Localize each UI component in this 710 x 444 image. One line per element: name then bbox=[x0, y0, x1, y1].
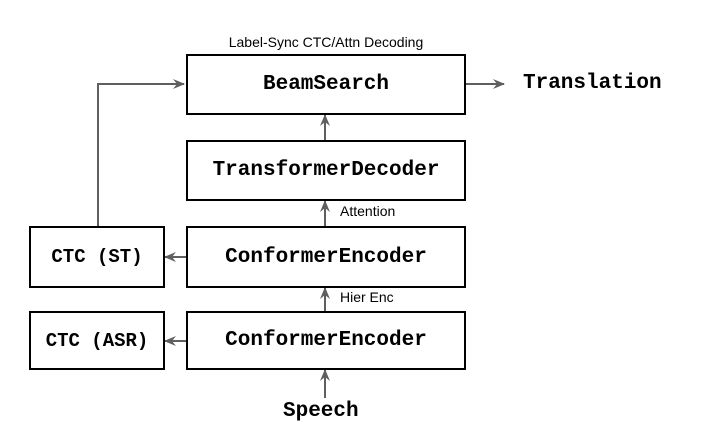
speech-input-label: Speech bbox=[283, 400, 359, 423]
hier-enc-edge-label: Hier Enc bbox=[340, 289, 394, 305]
arrow-ctc-st-to-beamsearch bbox=[97, 79, 185, 226]
conformer-encoder-upper-block: ConformerEncoder bbox=[186, 226, 466, 288]
ctc-asr-block: CTC (ASR) bbox=[29, 311, 165, 370]
attention-edge-label: Attention bbox=[340, 203, 396, 219]
decoding-caption: Label-Sync CTC/Attn Decoding bbox=[228, 34, 424, 50]
transformer-decoder-block: TransformerDecoder bbox=[186, 140, 466, 201]
translation-output-label: Translation bbox=[523, 72, 662, 95]
conformer-encoder-lower-block: ConformerEncoder bbox=[186, 311, 466, 370]
beamsearch-block: BeamSearch bbox=[186, 54, 466, 115]
ctc-st-block: CTC (ST) bbox=[29, 226, 165, 288]
